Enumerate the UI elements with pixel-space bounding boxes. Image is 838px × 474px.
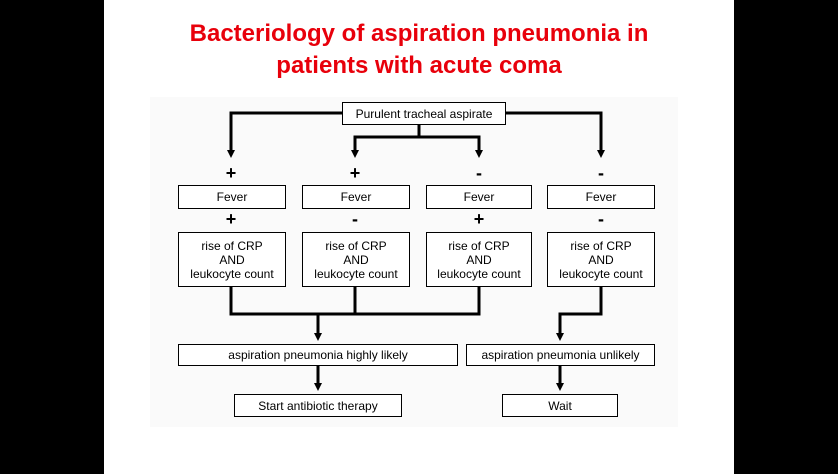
crp-box-2-line-1: rise of CRP (325, 238, 387, 253)
fever-box-4: Fever (547, 185, 655, 209)
crp-box-3-line-1: rise of CRP (448, 238, 510, 253)
fever-sign-3: - (476, 163, 482, 183)
connector-mid-right (419, 135, 483, 158)
crp-box-1-line-1: rise of CRP (201, 238, 263, 253)
fever-box-1: Fever (178, 185, 286, 209)
title-line-2: patients with acute coma (276, 52, 562, 79)
crp-box-2: rise of CRP AND leukocyte count (302, 232, 410, 287)
connector-root-left (227, 111, 342, 158)
crp-box-4-line-1: rise of CRP (570, 238, 632, 253)
outcome-unlikely-box: aspiration pneumonia unlikely (466, 344, 655, 366)
crp-box-3: rise of CRP AND leukocyte count (426, 232, 532, 287)
connector-root-right (506, 111, 605, 158)
crp-box-4: rise of CRP AND leukocyte count (547, 232, 655, 287)
crp-sign-4: - (598, 209, 604, 229)
action-wait-box: Wait (502, 394, 618, 417)
crp-box-2-line-3: leukocyte count (314, 266, 398, 281)
root-box: Purulent tracheal aspirate (342, 102, 506, 125)
fever-sign-2: + (349, 163, 361, 183)
crp-box-4-line-3: leukocyte count (559, 266, 643, 281)
crp-box-2-line-2: AND (343, 252, 369, 267)
crp-sign-1: + (225, 209, 237, 229)
crp-box-1: rise of CRP AND leukocyte count (178, 232, 286, 287)
connector-mid-left (351, 135, 419, 158)
fever-box-2: Fever (302, 185, 410, 209)
crp-box-3-line-2: AND (466, 252, 492, 267)
title-line-1: Bacteriology of aspiration pneumonia in (189, 20, 649, 47)
crp-sign-3: + (473, 209, 485, 229)
fever-sign-4: - (598, 163, 604, 183)
fever-sign-1: + (225, 163, 237, 183)
connector-to-unlikely (556, 287, 603, 341)
crp-box-4-line-2: AND (588, 252, 614, 267)
fever-box-3: Fever (426, 185, 532, 209)
action-antibiotic-box: Start antibiotic therapy (234, 394, 402, 417)
slide-title: Bacteriology of aspiration pneumonia in … (104, 18, 734, 82)
crp-sign-2: - (352, 209, 358, 229)
crp-box-1-line-3: leukocyte count (190, 266, 274, 281)
crp-box-3-line-3: leukocyte count (437, 266, 521, 281)
crp-box-1-line-2: AND (219, 252, 245, 267)
outcome-likely-box: aspiration pneumonia highly likely (178, 344, 458, 366)
